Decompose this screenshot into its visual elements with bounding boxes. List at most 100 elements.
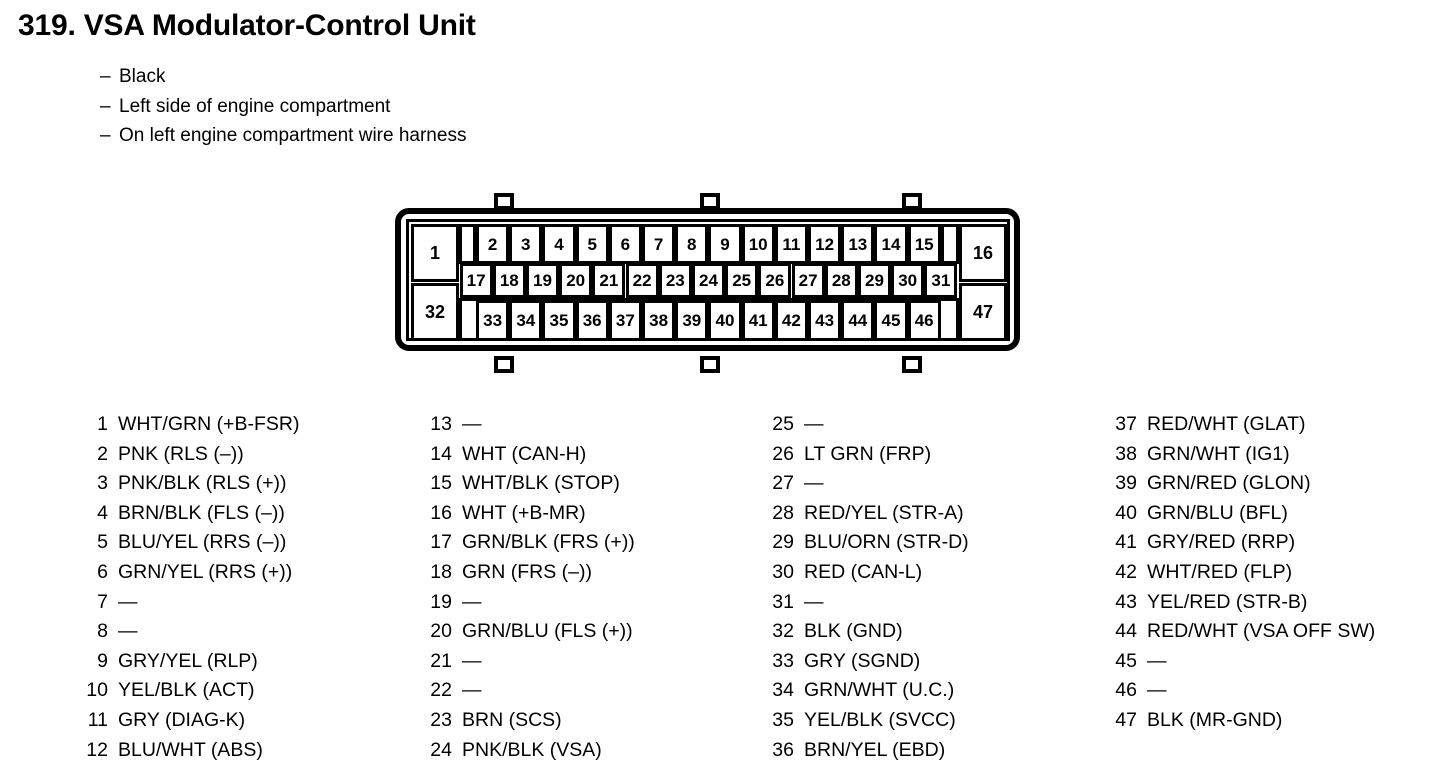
description-item: –On left engine compartment wire harness	[100, 121, 800, 151]
pin-number: 23	[430, 708, 452, 731]
pin-cell-2: 2	[476, 224, 510, 264]
pin-number: 43	[1115, 590, 1137, 613]
pin-legend-row: 25—	[760, 410, 1100, 440]
pin-cell-30: 30	[891, 263, 925, 298]
pin-cell-blank-top-left	[459, 224, 476, 264]
pin-wire-label: —	[462, 413, 482, 435]
pin-cell-18: 18	[492, 263, 526, 298]
pin-wire-label: WHT/GRN (+B-FSR)	[118, 413, 300, 435]
pin-wire-label: GRN (FRS (–))	[462, 560, 592, 583]
pin-legend-row: 43 YEL/RED (STR-B)	[1103, 588, 1440, 618]
pin-number: 18	[430, 560, 452, 583]
pin-legend-row: 31—	[760, 588, 1100, 618]
pin-legend-row: 13—	[418, 410, 748, 440]
pin-number: 29	[772, 531, 794, 554]
pin-cell-31: 31	[924, 263, 958, 298]
pin-cell-40: 40	[708, 300, 742, 341]
page-title: 319. VSA Modulator-Control Unit	[18, 9, 476, 42]
pin-wire-label: —	[804, 472, 824, 495]
pin-number: 8	[97, 620, 108, 643]
description-item: –Black	[100, 62, 800, 92]
pin-cell-47: 47	[959, 283, 1007, 341]
pin-number: 5	[97, 531, 108, 554]
pin-legend-row: 23 BRN (SCS)	[418, 706, 748, 736]
pin-number: 20	[430, 620, 452, 643]
pin-wire-label: BLU/YEL (RRS (–))	[118, 531, 287, 554]
pin-number: 3	[97, 472, 108, 495]
pin-legend-row: 32 BLK (GND)	[760, 617, 1100, 647]
pin-number: 47	[1115, 708, 1137, 731]
pin-number: 38	[1115, 442, 1137, 465]
pin-wire-label: —	[462, 649, 482, 672]
pin-cell-14: 14	[874, 224, 908, 264]
pin-number: 10	[86, 679, 108, 702]
pin-cell-16: 16	[959, 224, 1007, 282]
pin-cell-12: 12	[808, 224, 842, 264]
pin-cell-3: 3	[509, 224, 543, 264]
connector-description-list: –Black –Left side of engine compartment …	[100, 62, 800, 151]
pin-number: 7	[97, 590, 108, 613]
pin-wire-label: BLK (GND)	[804, 620, 903, 643]
pin-number: 32	[772, 620, 794, 643]
pin-cell-42: 42	[774, 300, 808, 341]
pin-number: 16	[430, 501, 452, 524]
pin-cell-37: 37	[608, 300, 642, 341]
pin-cell-17: 17	[459, 263, 493, 298]
mounting-tab-bottom-center	[700, 356, 720, 373]
pin-legend-row: 16 WHT (+B-MR)	[418, 499, 748, 529]
pin-cell-9: 9	[708, 224, 742, 264]
pin-wire-label: YEL/RED (STR-B)	[1147, 590, 1308, 613]
pin-number: 36	[772, 738, 794, 761]
pin-cell-41: 41	[741, 300, 775, 341]
pin-number: 26	[772, 442, 794, 465]
pin-number: 46	[1115, 679, 1137, 702]
pin-cell-8: 8	[675, 224, 709, 264]
pin-cell-25: 25	[725, 263, 759, 298]
pin-cell-35: 35	[542, 300, 576, 341]
pin-wire-label: GRN/RED (GLON)	[1147, 472, 1311, 495]
pin-legend-row: 38 GRN/WHT (IG1)	[1103, 440, 1440, 470]
pin-wire-label: WHT (+B-MR)	[462, 501, 586, 524]
pin-wire-label: BRN/BLK (FLS (–))	[118, 501, 285, 524]
pin-wire-label: GRN/BLU (BFL)	[1147, 501, 1288, 524]
pin-number: 40	[1115, 501, 1137, 524]
pin-cell-4: 4	[542, 224, 576, 264]
pin-cell-5: 5	[575, 224, 609, 264]
pin-number: 34	[772, 679, 794, 702]
pin-wire-label: BLU/WHT (ABS)	[118, 738, 263, 761]
pin-legend-row: 22—	[418, 676, 748, 706]
pin-number: 9	[97, 649, 108, 672]
pin-cell-24: 24	[691, 263, 726, 298]
pin-wire-label: GRN/BLU (FLS (+))	[462, 620, 633, 643]
pin-cell-13: 13	[841, 224, 875, 264]
pin-cell-20: 20	[559, 263, 593, 298]
pin-cell-7: 7	[642, 224, 676, 264]
pin-wire-label: GRY/YEL (RLP)	[118, 649, 258, 672]
pin-number: 41	[1115, 531, 1137, 554]
pin-wire-label: BRN (SCS)	[462, 708, 562, 731]
pin-wire-label: —	[1147, 649, 1167, 672]
pin-cell-45: 45	[874, 300, 908, 341]
pin-number: 21	[430, 649, 452, 672]
pin-wire-label: GRN/WHT (IG1)	[1147, 442, 1290, 465]
bullet-dash-icon: –	[100, 95, 111, 117]
pin-number: 19	[430, 590, 452, 613]
pin-legend-row: 9 GRY/YEL (RLP)	[74, 647, 404, 677]
pin-wire-label: —	[462, 679, 482, 702]
pin-cell-46: 46	[907, 300, 941, 341]
pin-wire-label: —	[804, 590, 824, 613]
